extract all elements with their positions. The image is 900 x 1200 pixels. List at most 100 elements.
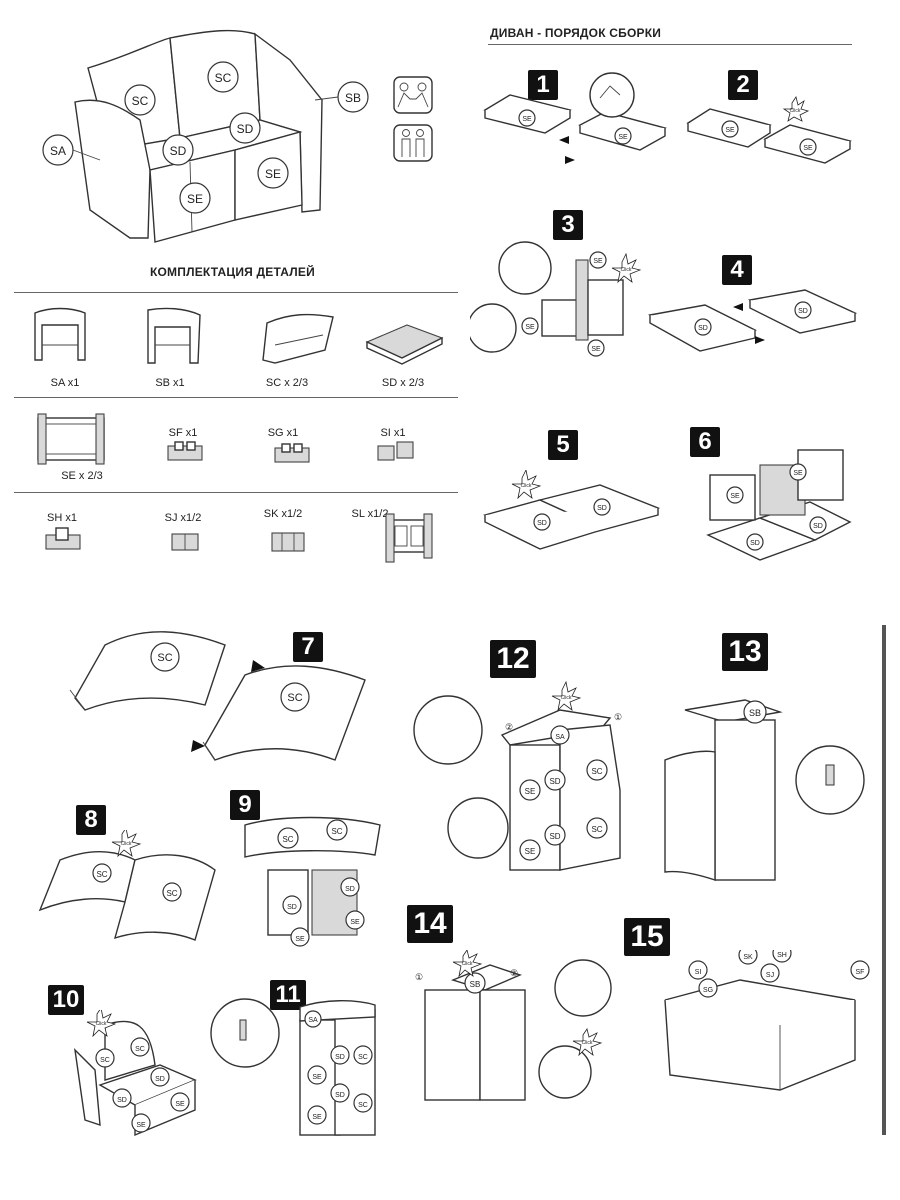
svg-text:SC: SC [282,835,293,844]
page-edge-bar [882,625,886,1135]
svg-text:SE: SE [295,936,305,943]
step-7-badge: 7 [293,632,323,662]
svg-text:SF: SF [856,969,865,976]
svg-text:Click: Click [521,483,532,489]
svg-text:SD: SD [798,308,808,315]
svg-text:SD: SD [237,122,254,136]
sofa-overview-drawing: SC SC SD SD SE SE SA SB [42,29,369,243]
svg-text:SB: SB [470,980,481,989]
step-10-drawing: SC SC SD SD SE SE Click [74,1010,197,1137]
svg-text:SE: SE [593,258,603,265]
svg-text:SE: SE [265,167,281,181]
svg-text:SE: SE [136,1122,146,1129]
svg-text:SD: SD [549,777,560,786]
svg-text:SB: SB [345,91,361,105]
label-sb: SB [314,81,369,113]
step-12-badge: 12 [490,640,536,678]
svg-text:SD: SD [170,144,187,158]
svg-text:SK: SK [743,954,753,961]
svg-text:Click: Click [462,961,473,967]
svg-text:SE: SE [525,787,536,796]
parts-mid-line-2 [14,492,458,493]
part-sg-drawing [274,443,310,463]
svg-text:SD: SD [287,904,297,911]
svg-text:SC: SC [132,94,149,108]
svg-text:②: ② [505,722,513,732]
svg-text:Click: Click [621,267,632,273]
svg-text:SD: SD [537,520,547,527]
svg-text:SG: SG [703,987,713,994]
part-se-label: SE x 2/3 [61,470,103,482]
step-12-drawing: SA SD SD SE SE SC SC Click ② ① [413,680,622,871]
part-sb-label: SB x1 [155,377,185,389]
step-6-badge: 6 [690,427,720,457]
svg-text:SD: SD [813,523,823,530]
title-underline [488,44,852,45]
step-4-badge: 4 [722,255,752,285]
step-3-drawing: SE SE SE Click [470,241,642,357]
svg-text:SE: SE [793,470,803,477]
svg-text:SE: SE [187,192,203,206]
svg-text:SE: SE [312,1074,322,1081]
part-sh-label: SH x1 [47,512,77,524]
svg-text:SA: SA [308,1017,318,1024]
svg-text:SE: SE [525,324,535,331]
part-sa-drawing [34,307,86,361]
svg-text:SD: SD [597,505,607,512]
svg-text:SC: SC [591,825,602,834]
svg-text:SC: SC [331,827,342,836]
svg-text:Click: Click [582,1040,593,1046]
svg-text:SE: SE [725,127,735,134]
step-14-badge: 14 [407,905,453,943]
step-13-badge: 13 [722,633,768,671]
svg-text:SE: SE [803,145,813,152]
svg-text:①: ① [415,972,423,982]
svg-text:SA: SA [50,144,66,158]
label-se-right: SE [257,157,289,189]
step-7-drawing: SC SC [69,631,366,761]
svg-text:SD: SD [698,325,708,332]
step-8-badge: 8 [76,805,106,835]
part-sh-drawing [45,527,81,550]
step-11-badge: 11 [270,980,306,1010]
label-sd-right: SD [229,112,261,144]
svg-text:SE: SE [591,346,601,353]
part-sj-drawing [171,533,199,551]
parts-title: КОМПЛЕКТАЦИЯ ДЕТАЛЕЙ [150,265,315,279]
part-sa-label: SA x1 [50,377,80,389]
svg-text:SE: SE [175,1101,185,1108]
svg-text:SC: SC [166,889,177,898]
part-se-drawing [37,413,105,465]
label-se-left: SE [179,182,211,214]
step-9-drawing: SC SC SD SD SE SE [244,816,381,947]
part-sj-label: SJ x1/2 [164,512,202,524]
step-15-badge: 15 [624,918,670,956]
part-sg-label: SG x1 [267,427,299,439]
step-5-drawing: SD SD Click [483,470,661,550]
part-sb-drawing [147,307,201,364]
svg-text:SE: SE [522,116,532,123]
part-si-label: SI x1 [380,427,406,439]
assembly-order-title: ДИВАН - ПОРЯДОК СБОРКИ [490,26,662,40]
part-sk-label: SK x1/2 [263,508,303,520]
label-sc-left: SC [124,84,156,116]
svg-text:SD: SD [335,1054,345,1061]
label-sa: SA [42,134,101,166]
svg-text:SH: SH [777,952,787,959]
svg-text:SE: SE [730,493,740,500]
svg-text:SD: SD [335,1092,345,1099]
svg-text:SC: SC [358,1054,368,1061]
svg-text:SC: SC [135,1046,145,1053]
svg-text:SC: SC [358,1102,368,1109]
step-14-drawing: SB Click Click ① ② [415,950,612,1101]
svg-text:SD: SD [117,1097,127,1104]
svg-text:SE: SE [525,847,536,856]
svg-text:SJ: SJ [766,972,774,979]
part-sl-label: SL x1/2 [351,508,389,520]
part-sf-label: SF x1 [168,427,198,439]
svg-text:SC: SC [96,870,107,879]
step-8-drawing: SC SC Click [38,830,216,941]
part-sk-drawing [271,532,305,552]
svg-text:SB: SB [749,708,761,718]
parts-mid-line-1 [14,397,458,398]
